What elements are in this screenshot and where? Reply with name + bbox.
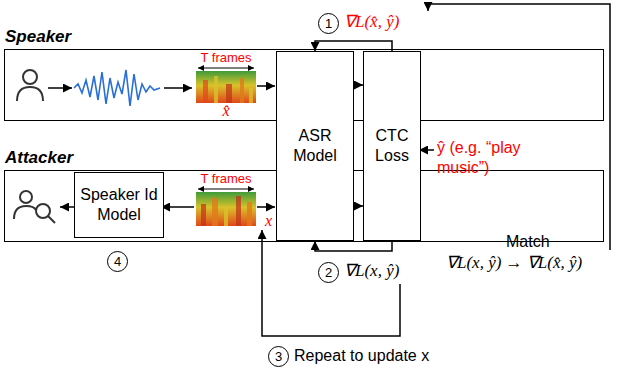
feature-arrow [161,206,194,208]
box-text-holder: CTC Loss [364,123,420,169]
speaker-id-box: Speaker Id Model [74,172,164,238]
gradient-label: ∇L(x, ŷ) [344,261,399,281]
band-heading: Speaker [5,27,71,47]
feature-arrow [164,87,192,89]
box-label: ASR Model [280,126,350,166]
feature-arrow [257,85,275,87]
flow-arrow [354,205,363,207]
box-text-holder: ASR Model [277,123,353,169]
frames-label: T frames [200,171,251,186]
step-label: Repeat to update x [294,346,429,366]
frames-arrow [198,68,254,69]
input-arrow [48,87,72,89]
feature-label: x̂ [222,102,229,120]
gradient-label: ∇L(x̂, ŷ) [344,12,399,32]
callout-number: 3 [268,346,289,367]
frames-label: T frames [200,50,251,65]
match-line [428,4,610,250]
asr-model-box: ASR Model [276,51,354,241]
spectrogram [196,71,256,103]
box-label: Speaker Id Model [78,185,160,225]
spectrogram [196,192,256,226]
callout-number: 4 [107,251,128,272]
match-label: Match [506,232,550,252]
repeat-line [262,230,400,336]
flow-arrow [315,241,392,251]
speaker-icon [17,70,43,101]
output-arrow [60,206,74,208]
box-text-holder: Speaker Id Model [75,182,163,228]
target-arrow [419,149,434,151]
ctc-loss-box: CTC Loss [363,51,421,241]
frames-arrow [198,189,254,190]
callout-number: 1 [318,13,339,34]
feature-arrow [257,206,275,208]
target-label: ŷ (e.g. “play music”) [437,138,543,178]
flow-arrow [354,84,363,86]
callout-number: 2 [318,262,339,283]
box-label: CTC Loss [367,126,417,166]
feature-label: x [265,212,272,230]
attacker-icon [14,191,55,223]
band-heading: Attacker [5,148,73,168]
waveform [74,70,160,106]
match-formula: ∇L(x, ŷ) → ∇L(x̂, ŷ) [446,253,582,273]
